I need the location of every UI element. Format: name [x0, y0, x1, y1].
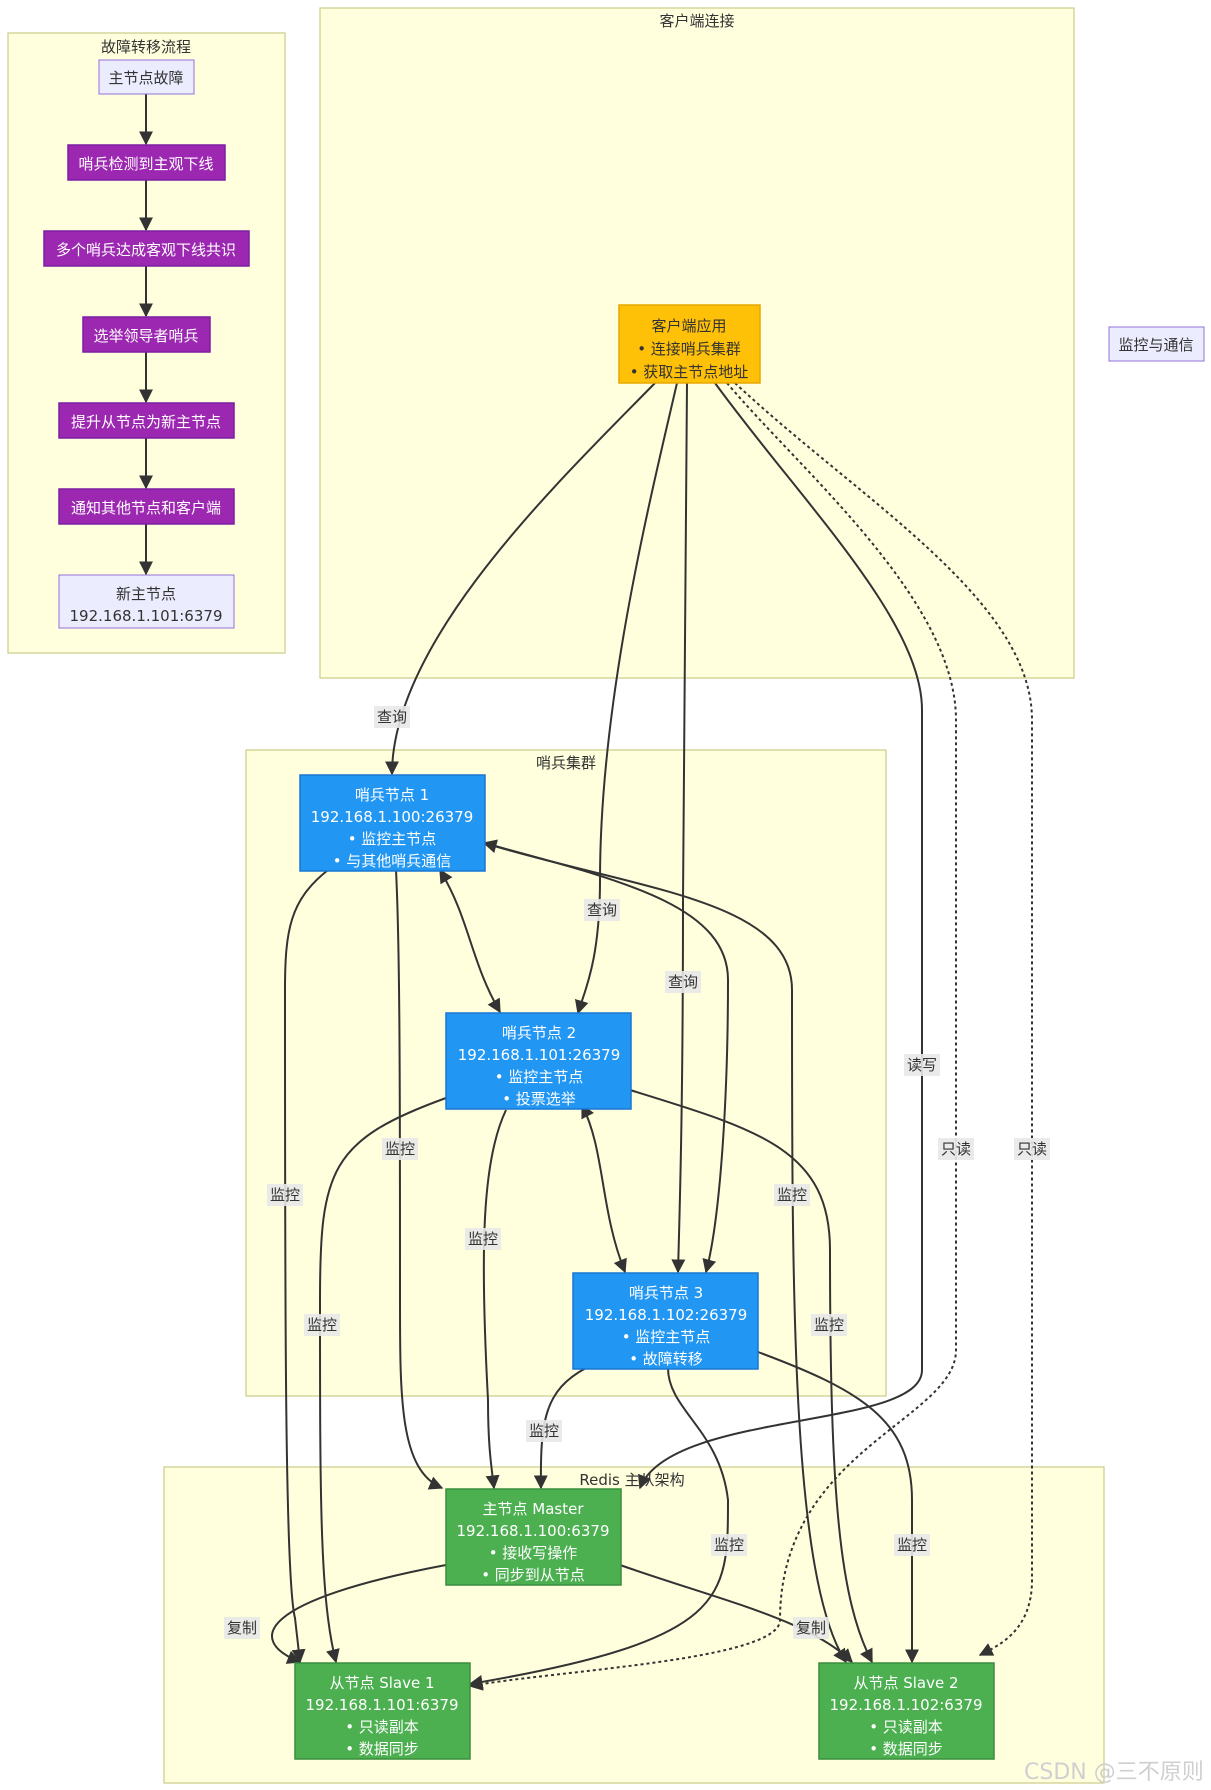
edge-label-monitor: 监控	[811, 1314, 847, 1336]
svg-text:• 监控主节点: • 监控主节点	[495, 1068, 584, 1086]
cluster-sentinel-title: 哨兵集群	[536, 754, 596, 772]
svg-text:哨兵节点 3: 哨兵节点 3	[629, 1284, 703, 1302]
cluster-redis-title: Redis 主从架构	[579, 1471, 684, 1489]
cluster-failover-title: 故障转移流程	[101, 38, 191, 56]
svg-text:• 监控主节点: • 监控主节点	[348, 830, 437, 848]
svg-text:• 只读副本: • 只读副本	[345, 1718, 419, 1736]
sentinel-node-3: 哨兵节点 3 192.168.1.102:26379 • 监控主节点 • 故障转…	[572, 1272, 759, 1370]
svg-text:哨兵检测到主观下线: 哨兵检测到主观下线	[78, 155, 213, 173]
slave-node-1: 从节点 Slave 1 192.168.1.101:6379 • 只读副本 • …	[294, 1662, 471, 1760]
edge-label-monitor: 监控	[894, 1534, 930, 1556]
svg-text:• 接收写操作: • 接收写操作	[489, 1544, 578, 1562]
svg-text:客户端应用: 客户端应用	[651, 317, 726, 335]
svg-text:• 故障转移: • 故障转移	[629, 1350, 703, 1368]
svg-text:主节点 Master: 主节点 Master	[483, 1500, 585, 1518]
sentinel-node-1: 哨兵节点 1 192.168.1.100:26379 • 监控主节点 • 与其他…	[299, 774, 486, 872]
edge-label-monitor: 监控	[526, 1420, 562, 1442]
svg-text:从节点 Slave 1: 从节点 Slave 1	[329, 1674, 434, 1692]
edge-label-query: 查询	[665, 971, 701, 993]
svg-text:192.168.1.102:6379: 192.168.1.102:6379	[830, 1696, 983, 1714]
svg-text:只读: 只读	[941, 1140, 971, 1158]
edge-label-query: 查询	[584, 899, 620, 921]
svg-text:监控: 监控	[814, 1316, 844, 1334]
edge-label-monitor: 监控	[304, 1314, 340, 1336]
svg-text:监控: 监控	[307, 1316, 337, 1334]
slave-node-2: 从节点 Slave 2 192.168.1.102:6379 • 只读副本 • …	[818, 1662, 995, 1760]
svg-text:多个哨兵达成客观下线共识: 多个哨兵达成客观下线共识	[56, 241, 236, 259]
edge-labels: 查询 查询 查询 读写 只读 只读 监控 监控 监控 监控 监控 监控 监控 监…	[224, 706, 1050, 1639]
svg-text:监控: 监控	[777, 1186, 807, 1204]
svg-text:哨兵节点 1: 哨兵节点 1	[355, 786, 429, 804]
svg-text:新主节点: 新主节点	[116, 585, 176, 603]
svg-text:• 监控主节点: • 监控主节点	[622, 1328, 711, 1346]
svg-text:• 获取主节点地址: • 获取主节点地址	[630, 363, 749, 381]
svg-text:192.168.1.100:6379: 192.168.1.100:6379	[457, 1522, 610, 1540]
svg-text:• 只读副本: • 只读副本	[869, 1718, 943, 1736]
edge-label-query: 查询	[374, 706, 410, 728]
edge-label-monitor: 监控	[267, 1184, 303, 1206]
flow-node-promote-slave: 提升从节点为新主节点	[58, 402, 235, 439]
svg-text:哨兵节点 2: 哨兵节点 2	[502, 1024, 576, 1042]
svg-text:• 投票选举: • 投票选举	[502, 1090, 576, 1108]
legend-monitor-communication: 监控与通信	[1108, 326, 1205, 362]
svg-text:192.168.1.101:6379: 192.168.1.101:6379	[70, 607, 223, 625]
svg-text:复制: 复制	[796, 1619, 826, 1637]
svg-text:通知其他节点和客户端: 通知其他节点和客户端	[71, 499, 221, 517]
edge-label-replicate: 复制	[793, 1617, 829, 1639]
svg-text:监控: 监控	[385, 1140, 415, 1158]
edge-label-monitor: 监控	[711, 1534, 747, 1556]
svg-text:查询: 查询	[377, 708, 407, 726]
edge-label-replicate: 复制	[224, 1617, 260, 1639]
svg-text:• 同步到从节点: • 同步到从节点	[481, 1566, 585, 1584]
sentinel-node-2: 哨兵节点 2 192.168.1.101:26379 • 监控主节点 • 投票选…	[445, 1012, 632, 1110]
flow-node-objective-down: 多个哨兵达成客观下线共识	[43, 230, 250, 267]
edge-label-monitor: 监控	[465, 1228, 501, 1250]
edge-label-readwrite: 读写	[904, 1054, 940, 1076]
flow-node-new-master: 新主节点 192.168.1.101:6379	[58, 574, 235, 629]
svg-text:• 连接哨兵集群: • 连接哨兵集群	[637, 340, 741, 358]
failover-nodes: 主节点故障 哨兵检测到主观下线 多个哨兵达成客观下线共识 选举领导者哨兵 提升从…	[43, 59, 250, 629]
svg-text:192.168.1.102:26379: 192.168.1.102:26379	[585, 1306, 748, 1324]
svg-text:从节点 Slave 2: 从节点 Slave 2	[853, 1674, 958, 1692]
svg-text:• 数据同步: • 数据同步	[345, 1740, 419, 1758]
svg-text:192.168.1.101:6379: 192.168.1.101:6379	[306, 1696, 459, 1714]
master-node: 主节点 Master 192.168.1.100:6379 • 接收写操作 • …	[445, 1488, 622, 1586]
svg-text:监控: 监控	[468, 1230, 498, 1248]
cluster-client-title: 客户端连接	[659, 12, 734, 30]
svg-text:• 与其他哨兵通信: • 与其他哨兵通信	[333, 852, 452, 870]
svg-text:监控: 监控	[897, 1536, 927, 1554]
svg-text:监控与通信: 监控与通信	[1118, 336, 1193, 354]
svg-text:提升从节点为新主节点: 提升从节点为新主节点	[71, 413, 221, 431]
svg-text:只读: 只读	[1017, 1140, 1047, 1158]
svg-text:监控: 监控	[529, 1422, 559, 1440]
svg-text:192.168.1.100:26379: 192.168.1.100:26379	[311, 808, 474, 826]
svg-text:监控: 监控	[714, 1536, 744, 1554]
flow-node-subjective-down: 哨兵检测到主观下线	[67, 144, 226, 181]
svg-text:查询: 查询	[587, 901, 617, 919]
edge-label-readonly: 只读	[1014, 1138, 1050, 1160]
svg-text:复制: 复制	[227, 1619, 257, 1637]
edge-label-monitor: 监控	[382, 1138, 418, 1160]
svg-text:选举领导者哨兵: 选举领导者哨兵	[93, 327, 198, 345]
flow-node-notify: 通知其他节点和客户端	[58, 488, 235, 525]
watermark: CSDN @三不原则	[1024, 1760, 1204, 1785]
svg-text:192.168.1.101:26379: 192.168.1.101:26379	[458, 1046, 621, 1064]
edge-label-readonly: 只读	[938, 1138, 974, 1160]
svg-text:查询: 查询	[668, 973, 698, 991]
svg-text:监控: 监控	[270, 1186, 300, 1204]
svg-text:• 数据同步: • 数据同步	[869, 1740, 943, 1758]
svg-text:主节点故障: 主节点故障	[108, 69, 183, 87]
flow-node-elect-leader: 选举领导者哨兵	[82, 316, 211, 353]
svg-text:读写: 读写	[907, 1056, 937, 1074]
flow-node-master-failure: 主节点故障	[98, 59, 195, 95]
client-app-node: 客户端应用 • 连接哨兵集群 • 获取主节点地址	[618, 304, 761, 384]
edge-label-monitor: 监控	[774, 1184, 810, 1206]
